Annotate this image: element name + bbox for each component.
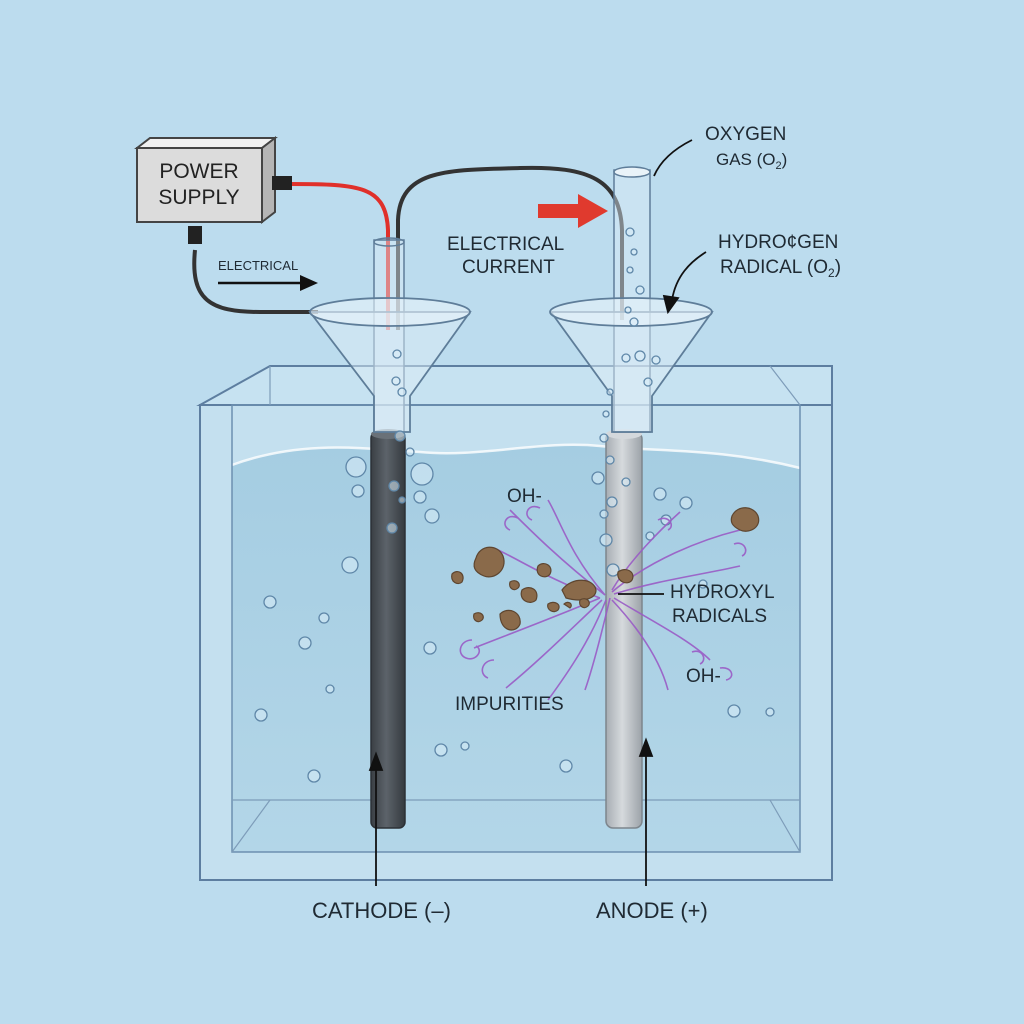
oh-label-bottom: OH- [686,666,721,687]
hydrogen-line2: RADICAL (O2) [720,257,841,280]
oh-label-top: OH- [507,486,542,507]
power-supply: POWER SUPPLY [134,135,292,244]
psu-connector-red [272,176,292,190]
psu-label-line1: POWER [159,160,238,183]
anode-assembly [549,166,714,829]
cathode-label: CATHODE (–) [312,898,451,923]
hydroxyl-line2: RADICALS [672,606,767,627]
labels: ELECTRICAL CURRENT OXYGEN GAS (O2) HYDRO… [312,124,841,923]
current-arrow [538,194,608,228]
label-pointers [368,139,707,886]
psu-label-line2: SUPPLY [158,186,239,209]
electrical-current-line1: ELECTRICAL [447,234,564,255]
hydrogen-line1: HYDRO¢GEN [718,232,838,253]
cathode-assembly [308,237,472,829]
red-wire [289,182,390,330]
impurities-particles [451,507,760,631]
black-wire-psu [192,249,318,314]
hydroxyl-line1: HYDROXYL [670,582,775,603]
electrical-arrow: ELECTRICAL [218,258,318,291]
oxygen-line1: OXYGEN [705,124,786,145]
anode-label: ANODE (+) [596,898,708,923]
oxygen-line2: GAS (O2) [716,150,787,172]
electrical-current-line2: CURRENT [462,257,555,278]
electrical-label: ELECTRICAL [218,258,298,273]
impurities-label: IMPURITIES [455,694,564,715]
psu-connector-black [188,226,202,244]
bubbles [254,227,775,783]
